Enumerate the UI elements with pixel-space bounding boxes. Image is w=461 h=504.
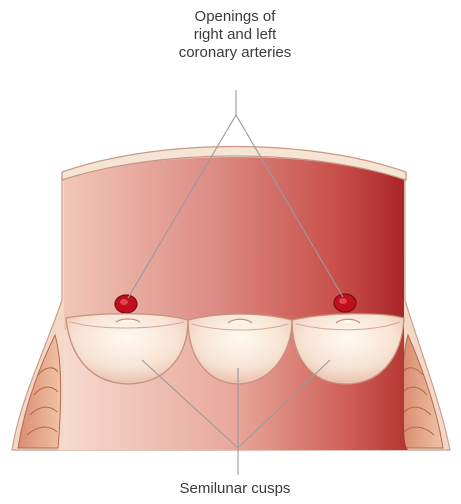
top-label-line-1: Openings of — [130, 8, 340, 26]
left-muscle-wall — [18, 335, 61, 448]
right-muscle-wall — [402, 335, 443, 448]
coronary-openings-label: Openings of right and left coronary arte… — [130, 8, 340, 62]
top-label-line-3: coronary arteries — [130, 44, 340, 62]
top-label-line-2: right and left — [130, 26, 340, 44]
semilunar-cusps-label: Semilunar cusps — [120, 480, 350, 498]
